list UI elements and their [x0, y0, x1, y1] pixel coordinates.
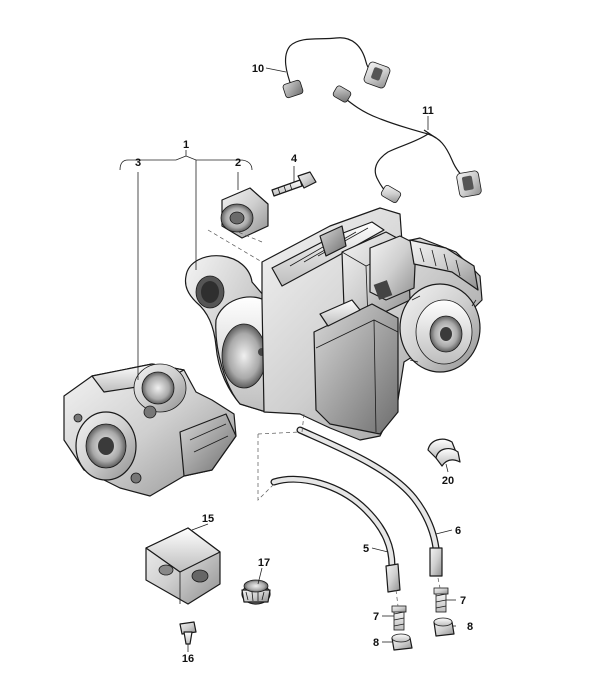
bolt-4	[271, 171, 317, 197]
callout-3: 3	[135, 157, 141, 169]
callout-10: 10	[252, 63, 264, 75]
callout-6: 6	[455, 525, 461, 537]
callout-4: 4	[291, 153, 298, 165]
bolt-7-right	[433, 587, 449, 613]
nut-8-right	[433, 617, 455, 637]
callout-20: 20	[442, 475, 454, 487]
callout-16: 16	[182, 653, 194, 665]
wiring-harness-10	[282, 37, 391, 99]
wiring-harness-11	[332, 85, 482, 203]
transfer-case-3	[63, 363, 237, 497]
leader-lines	[119, 67, 456, 652]
bracket-15	[145, 527, 221, 605]
transmission-housing	[184, 207, 483, 441]
callout-15: 15	[202, 513, 214, 525]
callout-2: 2	[235, 157, 241, 169]
callout-5: 5	[363, 543, 369, 555]
assembly-guide-lines	[207, 229, 441, 607]
nut-8-left	[391, 633, 413, 651]
callout-17: 17	[258, 557, 270, 569]
bush-17	[241, 579, 271, 605]
hose-6	[296, 426, 443, 577]
clip-20	[427, 438, 461, 467]
bushing-2	[220, 187, 269, 239]
bolt-7-left	[391, 605, 407, 631]
callout-labels: 1 2 3 4 5 6 7 7 8 8 10 11 15 16 17 20	[135, 63, 473, 665]
clip-16	[179, 621, 197, 645]
callout-11: 11	[422, 105, 434, 117]
callout-1: 1	[183, 139, 189, 151]
callout-8-right: 8	[467, 621, 473, 633]
callout-7-left: 7	[373, 611, 379, 623]
hose-5	[270, 475, 401, 593]
callout-7-right: 7	[460, 595, 466, 607]
callout-8-left: 8	[373, 637, 379, 649]
